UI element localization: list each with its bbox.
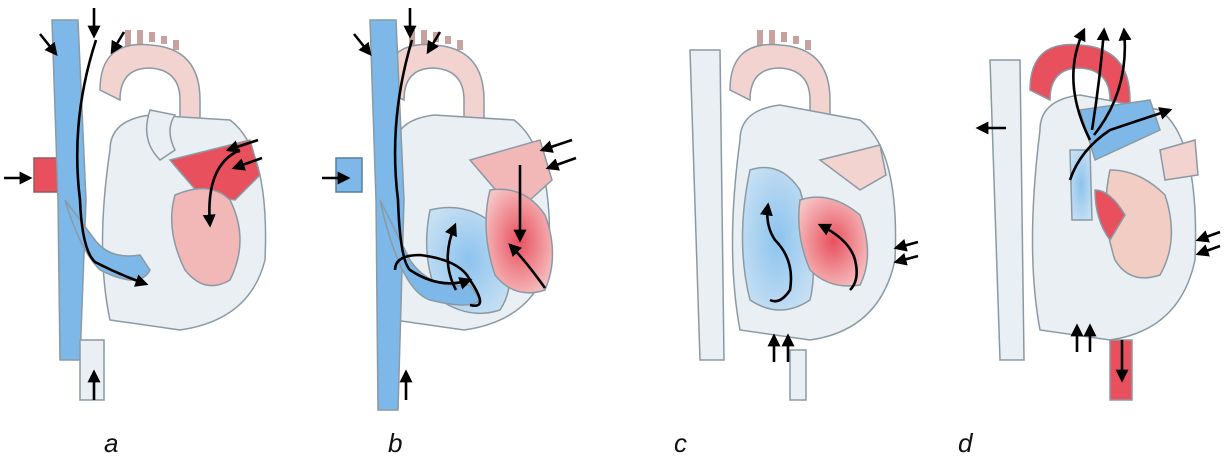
- panel-a-heart: [34, 20, 266, 400]
- panel-c-heart: [690, 30, 896, 400]
- panel-label-a: a: [104, 428, 118, 459]
- panel-label-c: c: [674, 428, 687, 459]
- panel-d-heart: [990, 45, 1198, 400]
- panel-label-d: d: [958, 428, 972, 459]
- panel-label-b: b: [388, 428, 402, 459]
